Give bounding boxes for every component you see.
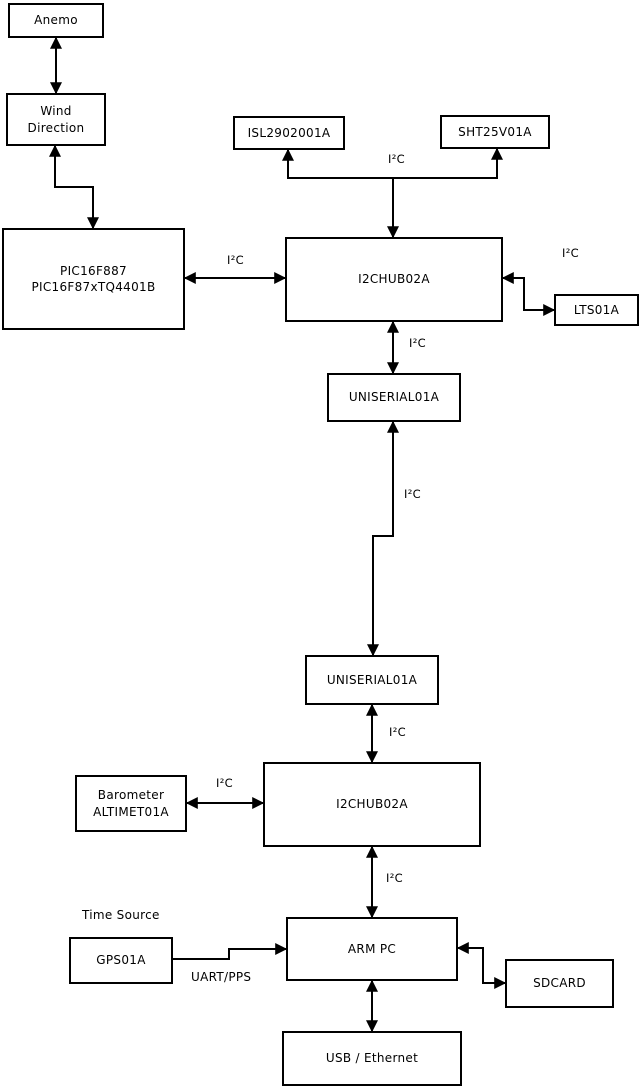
edge-i2chub-top-lts [501, 272, 556, 316]
node-barometer-label-line1: Barometer [97, 788, 165, 803]
edge-label-i2c-hub-uniserial1: I²C [409, 336, 426, 350]
edge-armpc-sdcard [456, 942, 507, 989]
node-i2chub-top: I2CHUB02A [285, 237, 503, 322]
node-gps01a-label: GPS01A [96, 953, 146, 968]
edge-label-i2c-uniserial-link: I²C [404, 487, 421, 501]
edge-label-uart-pps: UART/PPS [191, 970, 252, 984]
node-wind-direction-label-line1: Wind [40, 104, 72, 119]
node-barometer: Barometer ALTIMET01A [75, 775, 187, 832]
node-sdcard-label: SDCARD [533, 976, 586, 991]
node-uniserial01a-1-label: UNISERIAL01A [348, 390, 440, 405]
node-wind-direction-label-line2: Direction [27, 120, 85, 135]
node-lts01a: LTS01A [554, 294, 639, 326]
node-lts01a-label: LTS01A [573, 302, 620, 317]
edge-label-i2c-hub-armpc: I²C [386, 871, 403, 885]
edge-label-i2c-barometer-hub: I²C [216, 776, 233, 790]
node-pic: PIC16F887 PIC16F87xTQ4401B [2, 228, 185, 330]
node-pic-label-line1: PIC16F887 [60, 263, 127, 278]
node-arm-pc-label: ARM PC [347, 941, 397, 956]
edge-label-i2c-sensor-branch: I²C [388, 152, 405, 166]
node-i2chub-bottom-label: I2CHUB02A [336, 797, 408, 812]
edge-label-time-source: Time Source [82, 908, 160, 922]
node-isl2902001a-label: ISL2902001A [247, 125, 331, 140]
edge-label-i2c-uniserial2-hub: I²C [389, 725, 406, 739]
node-sht25v01a: SHT25V01A [440, 115, 550, 149]
node-anemo: Anemo [8, 3, 104, 38]
edge-winddirection-pic [49, 144, 99, 230]
node-isl2902001a: ISL2902001A [233, 116, 345, 150]
node-anemo-label: Anemo [34, 13, 78, 28]
node-i2chub-bottom: I2CHUB02A [263, 762, 481, 847]
node-arm-pc: ARM PC [286, 917, 458, 981]
edge-gps-armpc [173, 943, 288, 960]
edge-uniserial1-uniserial2 [367, 420, 399, 657]
node-pic-label-line2: PIC16F87xTQ4401B [31, 280, 156, 294]
node-sdcard: SDCARD [505, 959, 614, 1008]
node-i2chub-top-label: I2CHUB02A [358, 272, 430, 287]
node-wind-direction: Wind Direction [6, 93, 106, 146]
node-uniserial01a-2: UNISERIAL01A [305, 655, 439, 705]
node-uniserial01a-1: UNISERIAL01A [327, 373, 461, 422]
edge-label-i2c-pic-hub: I²C [227, 253, 244, 267]
node-usb-ethernet: USB / Ethernet [282, 1031, 462, 1086]
edge-label-i2c-hub-lts: I²C [562, 246, 579, 260]
node-uniserial01a-2-label: UNISERIAL01A [326, 672, 418, 687]
node-usb-ethernet-label: USB / Ethernet [325, 1051, 419, 1066]
node-gps01a: GPS01A [69, 937, 173, 984]
node-sht25v01a-label: SHT25V01A [458, 124, 532, 139]
node-barometer-label-line2: ALTIMET01A [93, 804, 169, 819]
